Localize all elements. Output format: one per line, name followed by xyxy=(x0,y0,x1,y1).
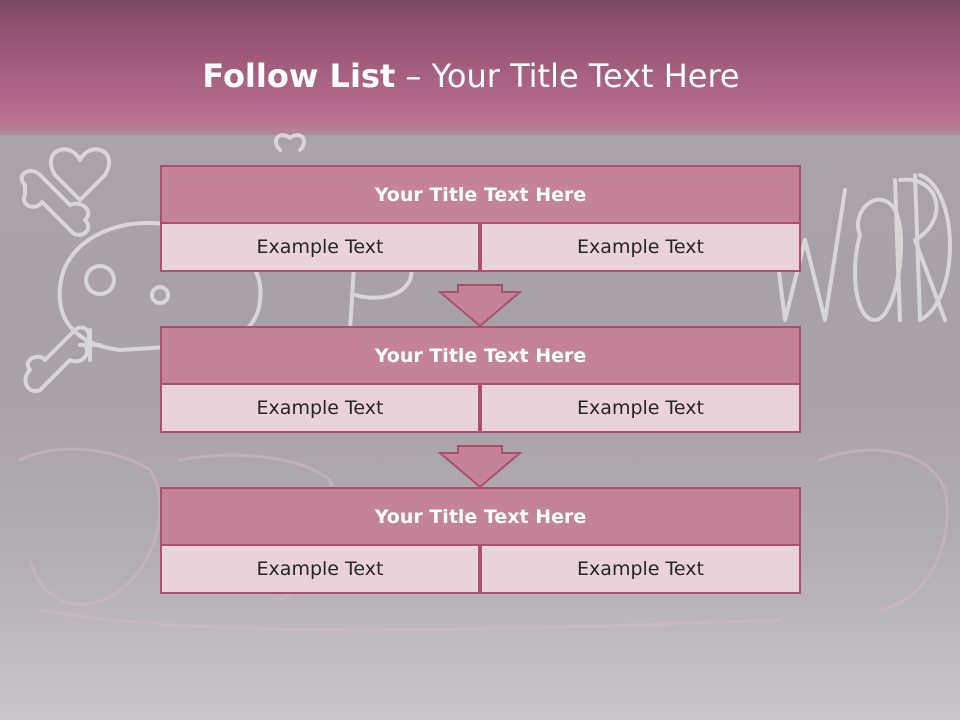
slide-title: Follow List – Your Title Text Here xyxy=(0,52,942,100)
block-title[interactable]: Your Title Text Here xyxy=(160,165,801,224)
slide-title-bold: Follow List xyxy=(202,57,396,95)
block-cell-left[interactable]: Example Text xyxy=(160,222,480,272)
block-cell-right[interactable]: Example Text xyxy=(480,544,801,594)
header-band xyxy=(0,0,960,135)
block-cell-left[interactable]: Example Text xyxy=(160,383,480,433)
down-arrow-icon xyxy=(438,445,522,489)
slide-title-rest: – Your Title Text Here xyxy=(395,57,740,95)
down-arrow-icon xyxy=(438,284,522,328)
block-cell-right[interactable]: Example Text xyxy=(480,222,801,272)
block-cell-right[interactable]: Example Text xyxy=(480,383,801,433)
block-title[interactable]: Your Title Text Here xyxy=(160,326,801,385)
block-title[interactable]: Your Title Text Here xyxy=(160,487,801,546)
block-cell-left[interactable]: Example Text xyxy=(160,544,480,594)
